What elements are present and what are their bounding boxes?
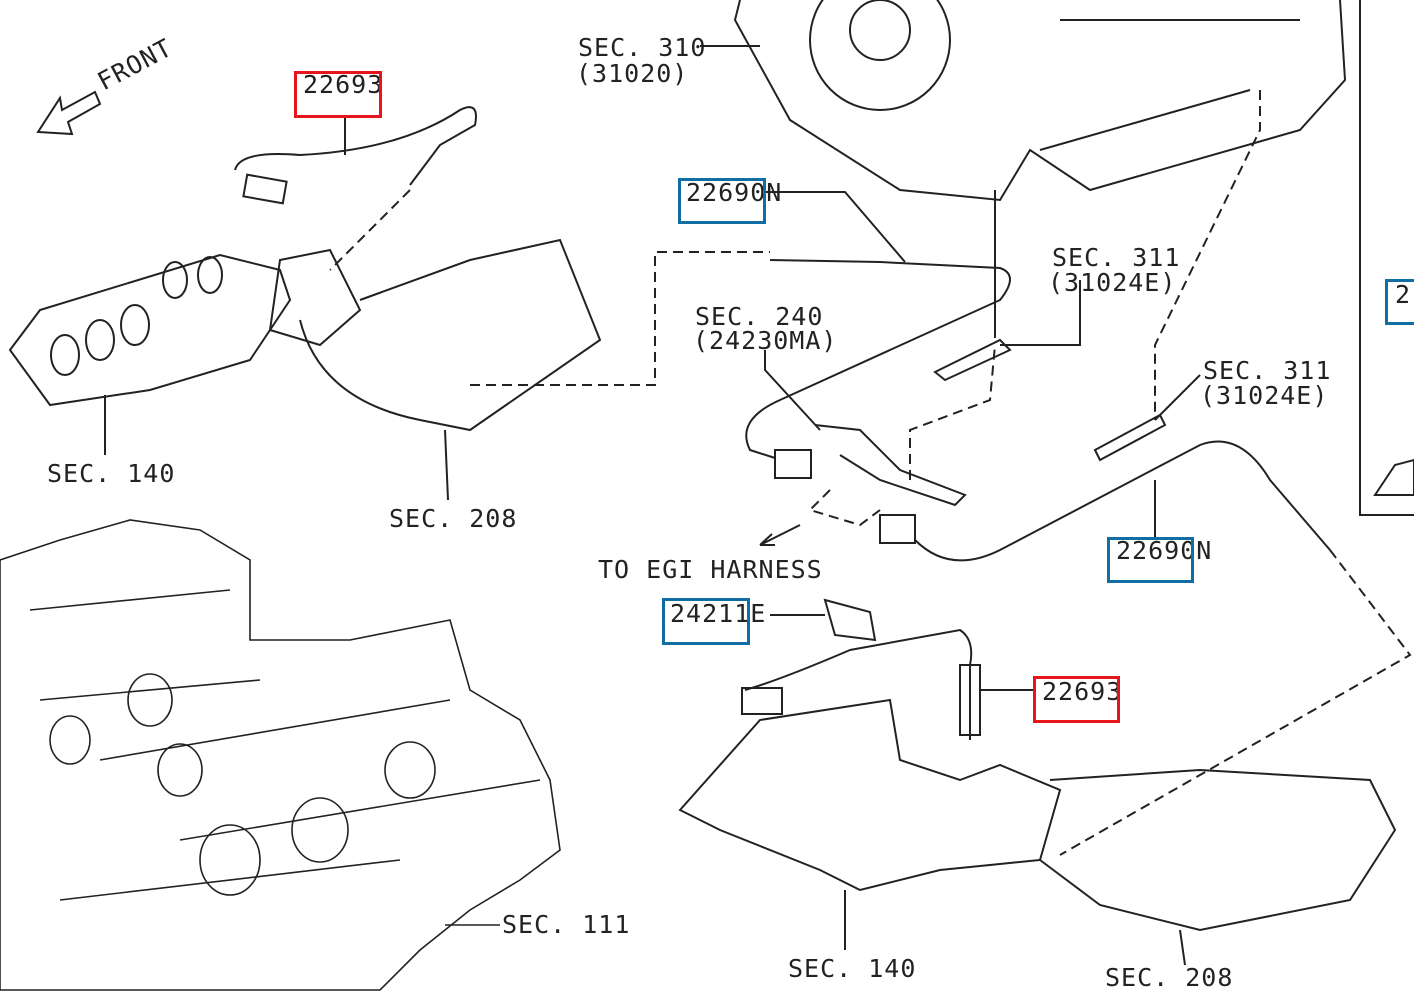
highlight-22693-lower — [1033, 676, 1120, 723]
sec-311-a-code: (31024E) — [1048, 268, 1177, 297]
sec-310-label: SEC. 310 — [578, 33, 707, 62]
highlight-22690N-right — [1107, 537, 1194, 583]
sec-111-label: SEC. 111 — [502, 910, 631, 939]
callout-22693-lower[interactable]: 22693 — [1042, 677, 1123, 706]
front-arrow-right-icon — [1373, 458, 1414, 496]
front-arrow-icon — [36, 90, 102, 136]
highlight-24211E — [662, 598, 750, 645]
sec-240-code: (24230MA) — [693, 326, 838, 355]
highlight-22693-upper — [294, 71, 382, 118]
highlight-partial-right — [1385, 279, 1414, 325]
callout-22693-upper[interactable]: 22693 — [303, 70, 384, 99]
sec-208-left-label: SEC. 208 — [389, 504, 518, 533]
engine-block — [0, 519, 561, 991]
to-egi-harness-label: TO EGI HARNESS — [598, 555, 823, 584]
callout-partial-right[interactable]: 2 — [1395, 280, 1412, 309]
transmission-housing — [733, 0, 1347, 202]
sec-140-left-label: SEC. 140 — [47, 459, 176, 488]
sec-311-b-code: (31024E) — [1200, 381, 1329, 410]
exhaust-manifold-left — [8, 238, 602, 501]
sec-140-bottom-label: SEC. 140 — [788, 954, 917, 983]
sec-311-a-label: SEC. 311 — [1052, 243, 1181, 272]
sec-208-bottom-label: SEC. 208 — [1105, 963, 1234, 992]
exhaust-manifold-right — [678, 698, 1397, 966]
harness-arrow-icon — [759, 524, 801, 546]
sec-310-code: (31020) — [576, 59, 689, 88]
sec-311-b-label: SEC. 311 — [1203, 356, 1332, 385]
sec-240-label: SEC. 240 — [695, 302, 824, 331]
callout-22690N-right[interactable]: 22690N — [1116, 536, 1213, 565]
highlight-22690N-mid — [678, 178, 766, 224]
